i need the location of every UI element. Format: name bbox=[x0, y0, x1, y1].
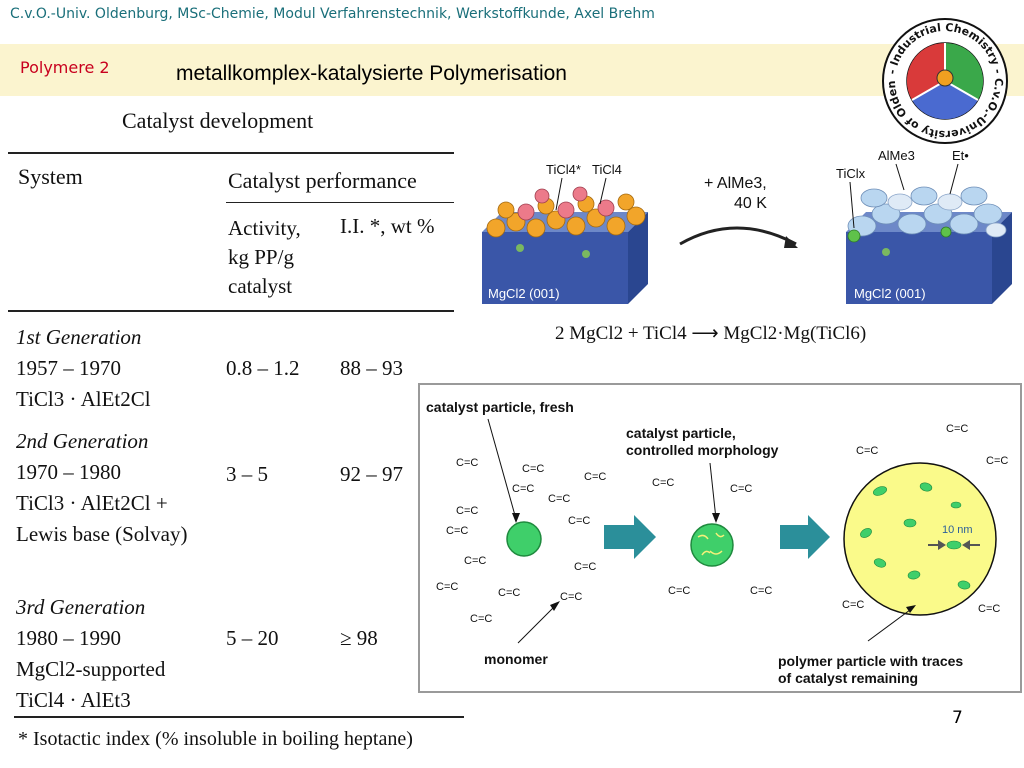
generation-system-2: TiCl4 · AlEt3 bbox=[16, 688, 131, 712]
slide-title: metallkomplex-katalysierte Polymerisatio… bbox=[176, 62, 567, 85]
arrow-label-line2: 40 K bbox=[734, 195, 767, 212]
table-footnote: * Isotactic index (% insoluble in boilin… bbox=[18, 728, 413, 750]
generation-system: TiCl3 · AlEt2Cl + bbox=[16, 491, 168, 515]
monomer-label: C=C bbox=[842, 599, 865, 611]
monomer-label: C=C bbox=[730, 483, 753, 495]
monomer-label: C=C bbox=[652, 477, 675, 489]
generation-years: 1980 – 1990 bbox=[16, 626, 121, 650]
activity-value: 0.8 – 1.2 bbox=[226, 356, 300, 380]
generation-label: 3rd Generation bbox=[16, 595, 146, 619]
ii-value: 88 – 93 bbox=[340, 356, 403, 380]
table-rule-top bbox=[8, 152, 454, 154]
polymer-particle bbox=[843, 462, 997, 616]
label-alme3: AlMe3 bbox=[878, 148, 915, 163]
table-rule-bottom bbox=[14, 716, 464, 718]
mgcl2-surface-right bbox=[846, 186, 1012, 304]
generation-label: 2nd Generation bbox=[16, 429, 149, 453]
monomer-label: C=C bbox=[668, 585, 691, 597]
controlled-catalyst-particle bbox=[690, 523, 734, 567]
label-ticlx: TiClx bbox=[836, 166, 866, 181]
particle-growth-schematic: catalyst particle, fresh catalyst partic… bbox=[418, 383, 1022, 693]
monomer-label: C=C bbox=[574, 561, 597, 573]
monomer-label: C=C bbox=[568, 515, 591, 527]
reaction-arrow bbox=[679, 226, 797, 246]
label-mgcl2-left: MgCl2 (001) bbox=[488, 286, 560, 301]
title-band bbox=[0, 44, 1024, 96]
scale-label: 10 nm bbox=[942, 524, 973, 536]
monomer-label: C=C bbox=[456, 457, 479, 469]
arrow-label-line1: + AlMe3, bbox=[704, 175, 767, 192]
label-ticl4: TiCl4 bbox=[592, 162, 622, 177]
monomer-label: C=C bbox=[978, 603, 1001, 615]
label-et-radical: Et• bbox=[952, 148, 969, 163]
mgcl2-surface-left bbox=[482, 186, 648, 304]
label-ticl4-star: TiCl4* bbox=[546, 162, 581, 177]
label-catalyst-fresh: catalyst particle, fresh bbox=[426, 399, 574, 415]
table-row-gen3: 3rd Generation 1980 – 1990 MgCl2-support… bbox=[16, 592, 165, 716]
ii-value: 92 – 97 bbox=[340, 462, 403, 486]
monomer-label: C=C bbox=[446, 525, 469, 537]
generation-years: 1957 – 1970 bbox=[16, 356, 121, 380]
schematic-graphics: 10 nm bbox=[487, 418, 997, 644]
monomer-label: C=C bbox=[464, 555, 487, 567]
monomer-label: C=C bbox=[522, 463, 545, 475]
table-row-gen1: 1st Generation 1957 – 1970 TiCl3 · AlEt2… bbox=[16, 322, 151, 415]
monomer-label: C=C bbox=[512, 483, 535, 495]
table-caption: Catalyst development bbox=[122, 108, 314, 133]
header-line: C.v.O.-Univ. Oldenburg, MSc-Chemie, Modu… bbox=[10, 6, 655, 22]
university-logo: - Industrial Chemistry - C.v.O.-Universi… bbox=[880, 16, 1008, 144]
monomer-label: C=C bbox=[498, 587, 521, 599]
generation-system: MgCl2-supported bbox=[16, 657, 166, 681]
monomer-label: C=C bbox=[548, 493, 571, 505]
table-rule-header bbox=[8, 310, 454, 312]
col-header-system: System bbox=[18, 164, 83, 189]
generation-label: 1st Generation bbox=[16, 325, 142, 349]
activity-value: 3 – 5 bbox=[226, 462, 268, 486]
reaction-equation: 2 MgCl2 + TiCl4 ⟶ MgCl2·Mg(TiCl6) bbox=[555, 323, 867, 344]
monomer-label: C=C bbox=[456, 505, 479, 517]
col-header-activity: Activity, kg PP/g catalyst bbox=[228, 216, 301, 298]
label-catalyst-controlled: catalyst particle, controlled morphology bbox=[626, 425, 779, 458]
catalyst-fragments bbox=[860, 482, 971, 590]
process-arrow-2 bbox=[780, 515, 830, 559]
topic-label: Polymere 2 bbox=[20, 58, 110, 77]
monomer-label: C=C bbox=[584, 471, 607, 483]
ii-value: ≥ 98 bbox=[340, 626, 378, 650]
col-header-performance: Catalyst performance bbox=[228, 168, 417, 193]
table-rule-sub bbox=[226, 202, 454, 203]
process-arrow-1 bbox=[604, 515, 656, 559]
fresh-catalyst-particle bbox=[506, 521, 542, 557]
label-mgcl2-right: MgCl2 (001) bbox=[854, 286, 926, 301]
monomer-label: C=C bbox=[856, 445, 879, 457]
monomer-label: C=C bbox=[470, 613, 493, 625]
monomer-label: C=C bbox=[946, 423, 969, 435]
table-row-gen2: 2nd Generation 1970 – 1980 TiCl3 · AlEt2… bbox=[16, 426, 187, 550]
col-header-isotactic-index: I.I. *, wt % bbox=[340, 214, 435, 238]
generation-years: 1970 – 1980 bbox=[16, 460, 121, 484]
generation-system: TiCl3 · AlEt2Cl bbox=[16, 387, 151, 411]
generation-system-2: Lewis base (Solvay) bbox=[16, 522, 188, 546]
monomer-label: C=C bbox=[560, 591, 583, 603]
monomer-label: C=C bbox=[986, 455, 1009, 467]
activity-value: 5 – 20 bbox=[226, 626, 279, 650]
monomer-label: C=C bbox=[750, 585, 773, 597]
label-monomer: monomer bbox=[484, 651, 548, 667]
monomer-label: C=C bbox=[436, 581, 459, 593]
page-number: 7 bbox=[952, 708, 963, 728]
surface-mechanism-figure: TiCl4* TiCl4 MgCl2 (001) + AlMe3, 40 K A… bbox=[482, 148, 1012, 304]
label-polymer-particle: polymer particle with traces of catalyst… bbox=[778, 653, 964, 686]
